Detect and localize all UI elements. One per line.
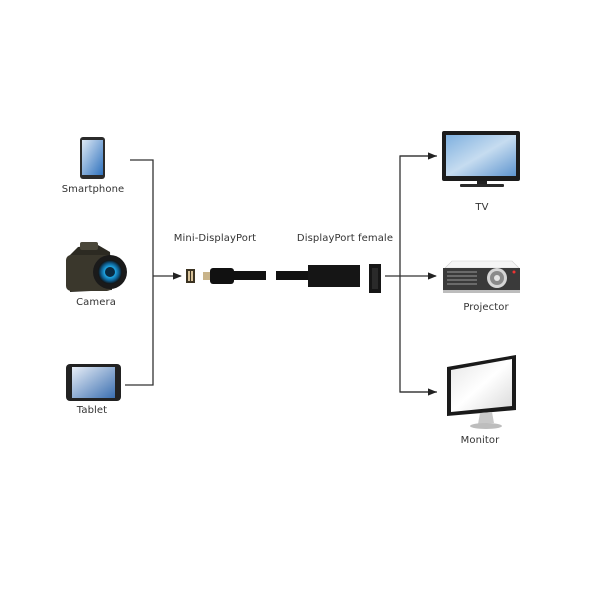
mini-displayport-plug [203, 268, 266, 284]
cable [276, 271, 311, 280]
source-connector-lines [125, 159, 182, 386]
smartphone-icon [80, 137, 105, 179]
camera-label: Camera [76, 297, 116, 308]
monitor-label: Monitor [460, 435, 500, 446]
displayport-female-adapter [308, 264, 381, 293]
camera-icon [66, 242, 127, 292]
mini-displayport-port [186, 269, 195, 283]
tv-label: TV [475, 202, 489, 213]
smartphone-label: Smartphone [61, 184, 125, 195]
tablet-label: Tablet [76, 405, 108, 416]
displayport-female-label: DisplayPort female [296, 233, 394, 244]
projector-icon [443, 260, 520, 293]
projector-label: Projector [463, 302, 509, 313]
monitor-icon [447, 355, 516, 429]
tv-icon [442, 131, 520, 187]
tablet-icon [66, 364, 121, 401]
mini-displayport-label: Mini-DisplayPort [173, 233, 257, 244]
output-connector-lines [385, 152, 437, 396]
